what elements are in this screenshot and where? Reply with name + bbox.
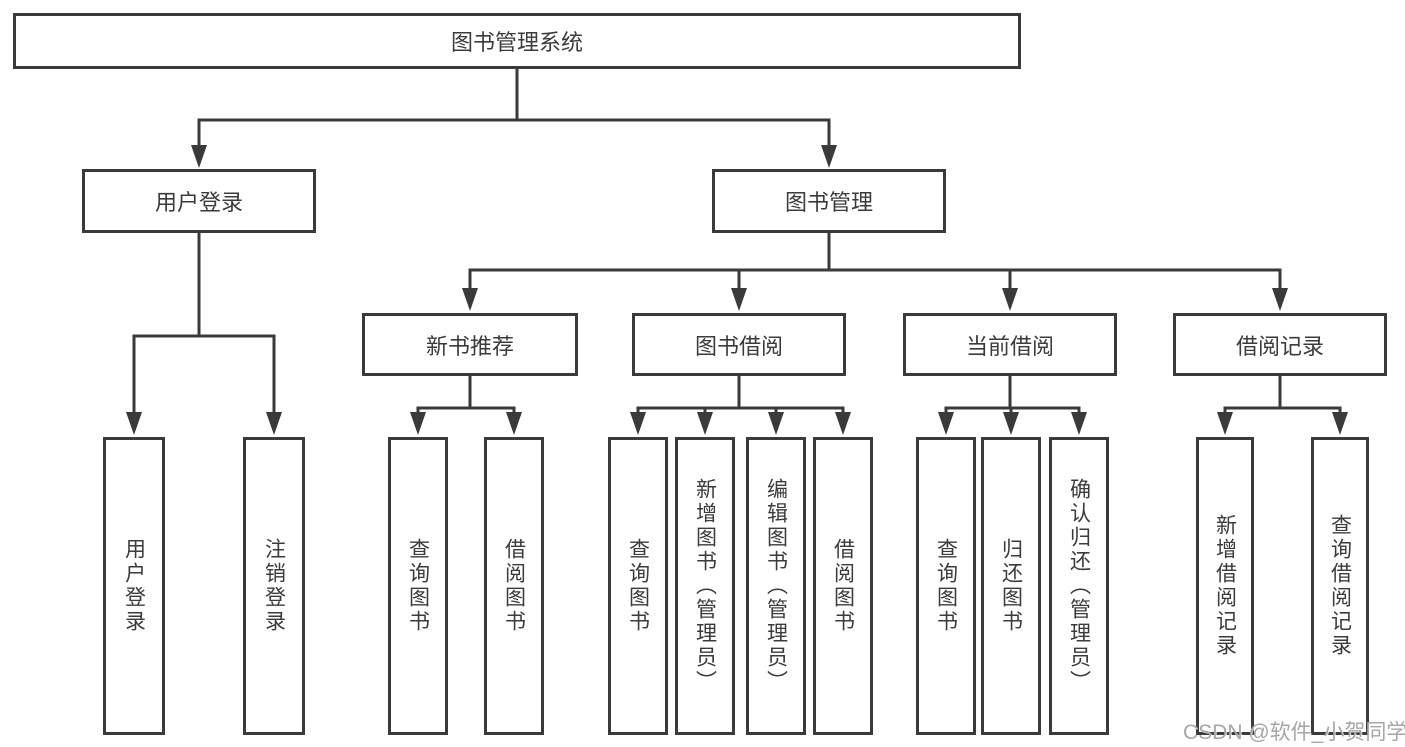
leaf-add-books-admin: 新增图书（管理员）	[675, 437, 735, 735]
node-user-login: 用户登录	[82, 169, 316, 233]
node-book-borrow: 图书借阅	[632, 313, 846, 376]
leaf-confirm-return-admin: 确认归还（管理员）	[1049, 437, 1109, 735]
leaf-return-books: 归还图书	[981, 437, 1041, 735]
leaf-query-books-recommend: 查询图书	[388, 437, 448, 735]
node-borrow-records: 借阅记录	[1173, 313, 1387, 376]
leaf-borrow-books: 借阅图书	[813, 437, 873, 735]
node-current-borrow: 当前借阅	[903, 313, 1117, 376]
leaf-query-borrow-record: 查询借阅记录	[1311, 437, 1369, 735]
csdn-watermark: CSDN @软件_小贺同学	[1183, 721, 1405, 744]
leaf-logout-login: 注销登录	[243, 437, 305, 735]
leaf-query-books-borrow: 查询图书	[608, 437, 668, 735]
leaf-query-books-current: 查询图书	[916, 437, 976, 735]
leaf-edit-books-admin: 编辑图书（管理员）	[746, 437, 806, 735]
node-new-book-recommend: 新书推荐	[362, 313, 578, 376]
leaf-add-borrow-record: 新增借阅记录	[1196, 437, 1254, 735]
node-book-management: 图书管理	[712, 169, 946, 233]
leaf-borrow-books-recommend: 借阅图书	[484, 437, 544, 735]
leaf-user-login: 用户登录	[103, 437, 165, 735]
node-root: 图书管理系统	[13, 13, 1021, 69]
